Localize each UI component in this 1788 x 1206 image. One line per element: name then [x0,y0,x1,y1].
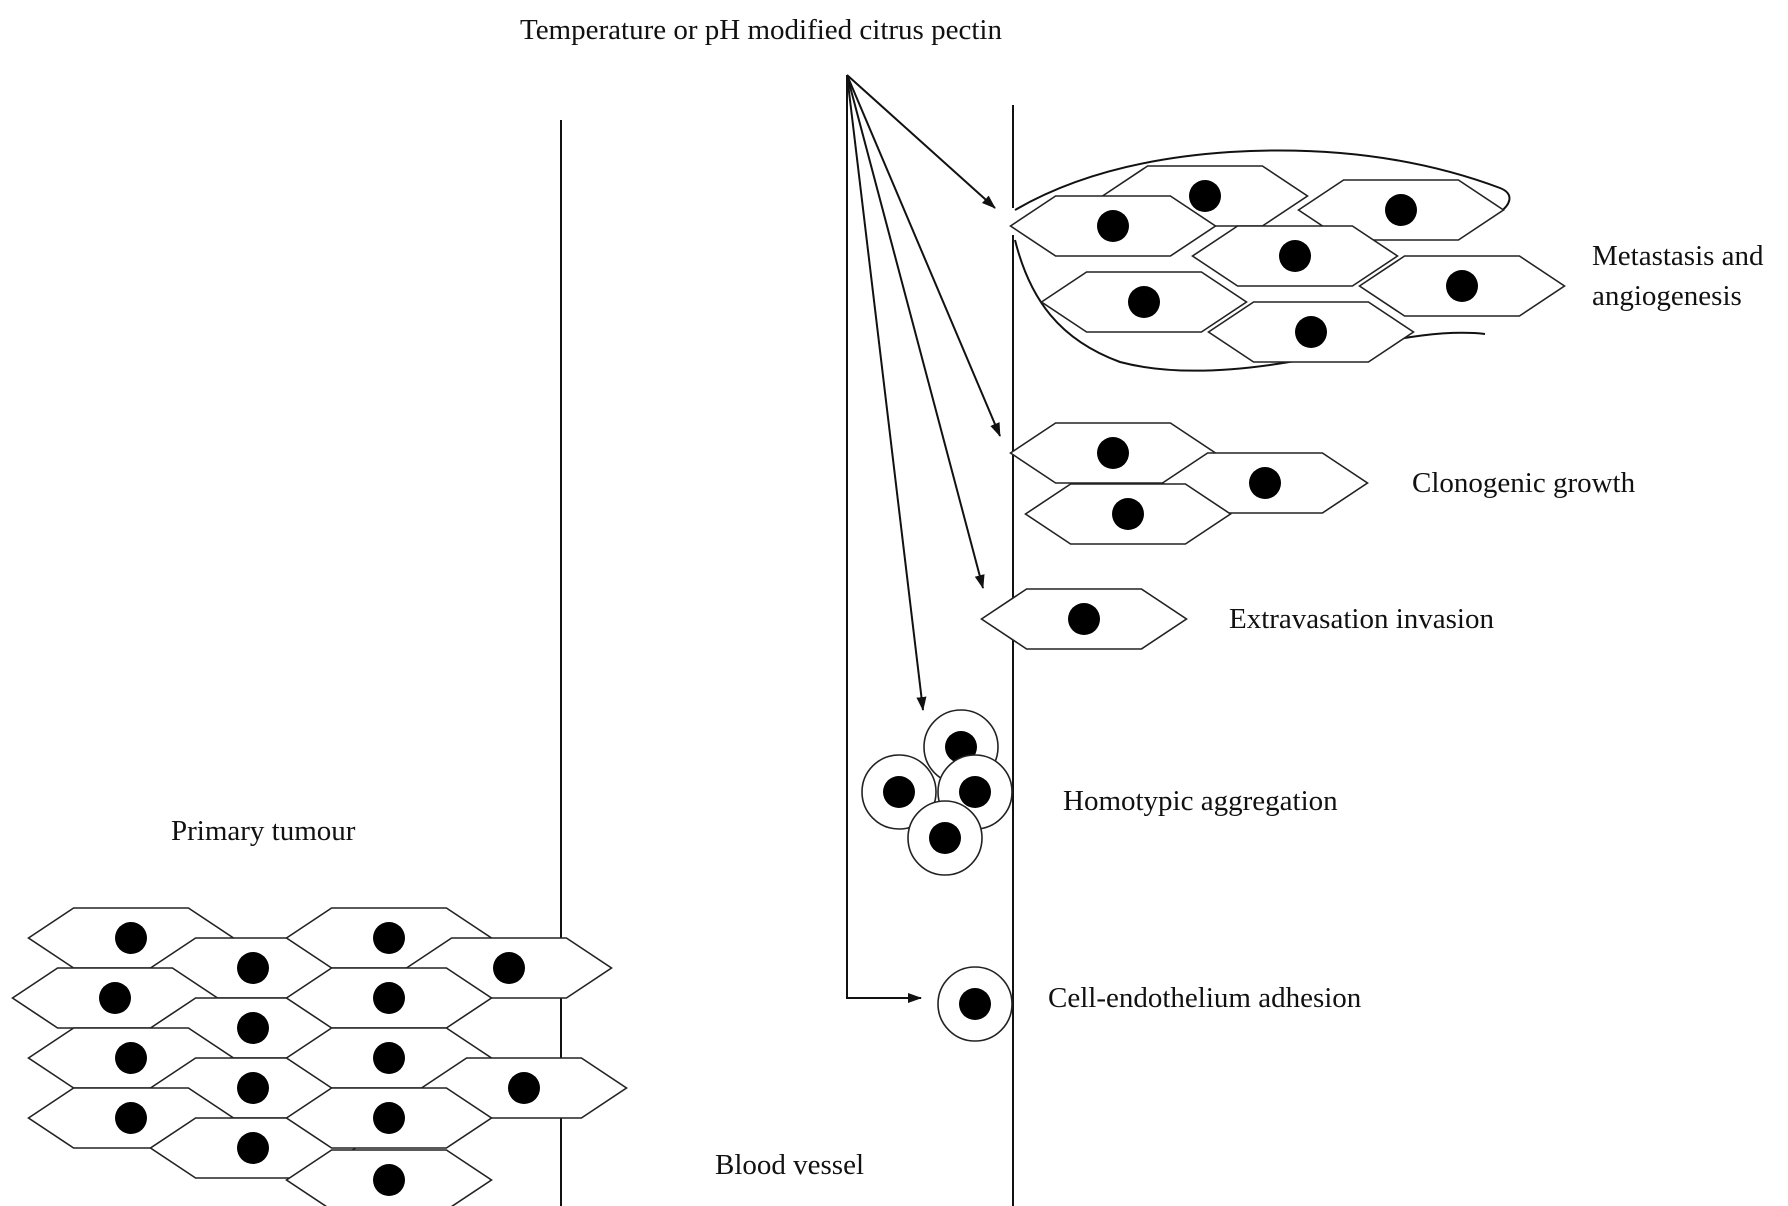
blood-vessel-label: Blood vessel [715,1149,865,1181]
metastasis-cell [1191,225,1399,287]
primary-tumour-cell [285,1087,493,1149]
metastasis-label-line2: angiogenesis [1592,280,1742,312]
cell-nucleus [1112,498,1144,530]
extravasation-label: Extravasation invasion [1229,603,1494,635]
primary-tumour-cell [149,1117,357,1179]
metastasis-cell [1207,301,1415,363]
pectin-arrows [846,74,1001,1003]
extravasation-cell [980,588,1188,650]
primary-tumour-label: Primary tumour [171,815,356,847]
cell-nucleus [929,822,961,854]
cell-nucleus [959,988,991,1020]
cell-nucleus [508,1072,540,1104]
metastasis-envelope [1014,149,1511,372]
cell-nucleus [1249,467,1281,499]
arrow-to-adhesion [846,75,922,1003]
envelope-bottom-curve [1014,239,1486,372]
cell-nucleus [373,1042,405,1074]
arrow-to-clonogenic [846,74,1001,437]
homotypic-cell [861,754,937,830]
primary-tumour-cell [285,1149,493,1206]
cell-nucleus [1189,180,1221,212]
envelope-top-curve [1014,149,1511,213]
pectin-label: Temperature or pH modified citrus pectin [520,14,1002,46]
homotypic-cell [907,800,983,876]
homotypic-label: Homotypic aggregation [1063,785,1338,817]
metastasis-cell [1009,195,1217,257]
cell-nucleus [237,1012,269,1044]
cell-nucleus [1097,210,1129,242]
arrow-to-extravasation [846,74,985,589]
cell-nucleus [115,1042,147,1074]
arrow-to-metastasis [846,74,996,209]
adhesion-label: Cell-endothelium adhesion [1048,982,1362,1014]
cell-nucleus [1068,603,1100,635]
metastasis-cell [1297,179,1505,241]
cell-nucleus [237,1072,269,1104]
cell-nucleus [237,952,269,984]
cell-layer [11,165,1566,1206]
cell-nucleus [1097,437,1129,469]
cell-nucleus [493,952,525,984]
cell-nucleus [1446,270,1478,302]
clonogenic-cell [1024,483,1232,545]
metastasis-cell [1358,255,1566,317]
primary-tumour-cell [285,967,493,1029]
cell-nucleus [1295,316,1327,348]
adhesion-cell [937,966,1013,1042]
metastasis-label-line1: Metastasis and [1592,240,1764,272]
cell-nucleus [373,922,405,954]
cell-nucleus [115,922,147,954]
cell-nucleus [373,982,405,1014]
arrow-to-homotypic [846,74,927,711]
cell-nucleus [1128,286,1160,318]
cell-nucleus [237,1132,269,1164]
cell-nucleus [99,982,131,1014]
cell-nucleus [373,1102,405,1134]
metastasis-cell [1040,271,1248,333]
cell-nucleus [959,776,991,808]
primary-tumour-cell [420,1057,628,1119]
cell-nucleus [1279,240,1311,272]
cell-nucleus [373,1164,405,1196]
cell-nucleus [883,776,915,808]
cell-nucleus [1385,194,1417,226]
cell-nucleus [115,1102,147,1134]
clonogenic-label: Clonogenic growth [1412,467,1636,499]
